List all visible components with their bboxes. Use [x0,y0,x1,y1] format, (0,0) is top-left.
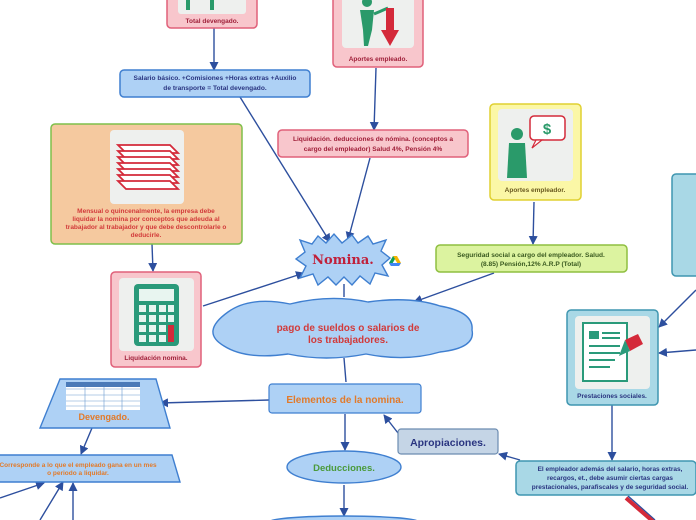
corresponde-line-1: Corresponde a lo que el empleado gana en… [0,462,157,469]
pago-sueldos-line-2: los trabajadores. [308,335,388,346]
devengado-node[interactable]: Devengado. [38,378,171,429]
deducciones-node[interactable]: Deducciones. [286,450,402,484]
stack-papers-icon [115,144,181,190]
person-scale-icon [360,0,399,46]
pago-sueldos-line-1: pago de sueldos o salarios de [277,323,420,334]
liquidacion-deducciones-node[interactable]: Liquidación. deducciones de nómina. (con… [277,129,469,158]
elementos-nomina-label: Elementos de la nomina. [286,395,403,406]
empleador-ademas-line-1: El empleador además del salario, horas e… [538,466,683,473]
mensual-line-1: Mensual o quincenalmente, la empresa deb… [77,208,215,215]
aportes-empleado-card[interactable]: Aportes empleado. [332,0,424,68]
prestaciones-sociales-label: Prestaciones sociales. [577,393,647,400]
seguridad-social-node[interactable]: Seguridad social a cargo del empleador. … [435,244,628,273]
apropiaciones-label: Apropiaciones. [410,437,486,449]
aportes-empleador-card[interactable]: $ Aportes empleador. [489,103,582,201]
pago-sueldos-node[interactable]: pago de sueldos o salarios de los trabaj… [212,297,474,359]
empleador-ademas-line-3: prestacionales, parafiscales y de seguri… [532,484,689,491]
prestaciones-sociales-card[interactable]: Prestaciones sociales. [566,309,659,406]
mensual-line-3: trabajador al trabajador y que debe desc… [66,224,227,231]
card-image [342,0,414,48]
liquidacion-deducciones-line-2: cargo del empleador) Salud 4%, Pensión 4… [304,146,443,153]
nomina-title: Nomina. [312,253,374,268]
person-chat-dollar-icon: $ [507,115,566,178]
corresponde-line-2: o periodo a liquidar. [47,470,109,477]
salario-formula-line-2: de transporte = Total devengado. [163,85,267,92]
deducciones-label: Deducciones. [313,463,375,474]
seguridad-social-line-1: Seguridad social a cargo del empleador. … [457,252,605,259]
elementos-nomina-node[interactable]: Elementos de la nomina. [268,383,422,414]
empleador-ademas-node[interactable]: El empleador además del salario, horas e… [515,460,696,496]
aportes-empleado-label: Aportes empleado. [349,56,408,63]
offscreen-bottom-node[interactable] [269,515,419,520]
mensual-quincenal-card[interactable]: Mensual o quincenalmente, la empresa deb… [50,123,243,245]
nomina-central-node[interactable]: Nomina. [294,232,392,287]
liquidacion-nomina-card[interactable]: Liquidación nomina. [110,271,202,368]
salario-formula-node[interactable]: Salario básico. +Comisiones +Horas extra… [119,69,311,98]
document-pen-icon [582,322,643,382]
offscreen-right-card[interactable] [671,173,696,277]
connector-lines [0,28,696,520]
seguridad-social-line-2: (8.85) Pensión,12% A.R.P (Total) [481,261,581,268]
calculator-icon [134,284,179,346]
devengado-label: Devengado. [78,412,129,422]
corresponde-node[interactable]: Corresponde a lo que el empleado gana en… [0,454,181,483]
svg-text:$: $ [543,121,552,138]
mensual-line-2: liquidar la nomina por conceptos que ade… [72,216,220,223]
empleador-ademas-line-2: recargos, et., debe asumir ciertas carga… [547,475,673,482]
mensual-line-4: deducirle. [131,232,162,239]
total-devengado-card[interactable]: Total devengado. [166,0,258,29]
apropiaciones-node[interactable]: Apropiaciones. [397,428,499,455]
total-devengado-label: Total devengado. [186,18,239,25]
liquidacion-deducciones-line-1: Liquidación. deducciones de nómina. (con… [293,136,453,143]
aportes-empleador-label: Aportes empleador. [505,187,566,194]
liquidacion-nomina-label: Liquidación nomina. [124,355,187,362]
salario-formula-line-1: Salario básico. +Comisiones +Horas extra… [134,75,297,82]
google-drive-icon[interactable] [389,256,401,266]
